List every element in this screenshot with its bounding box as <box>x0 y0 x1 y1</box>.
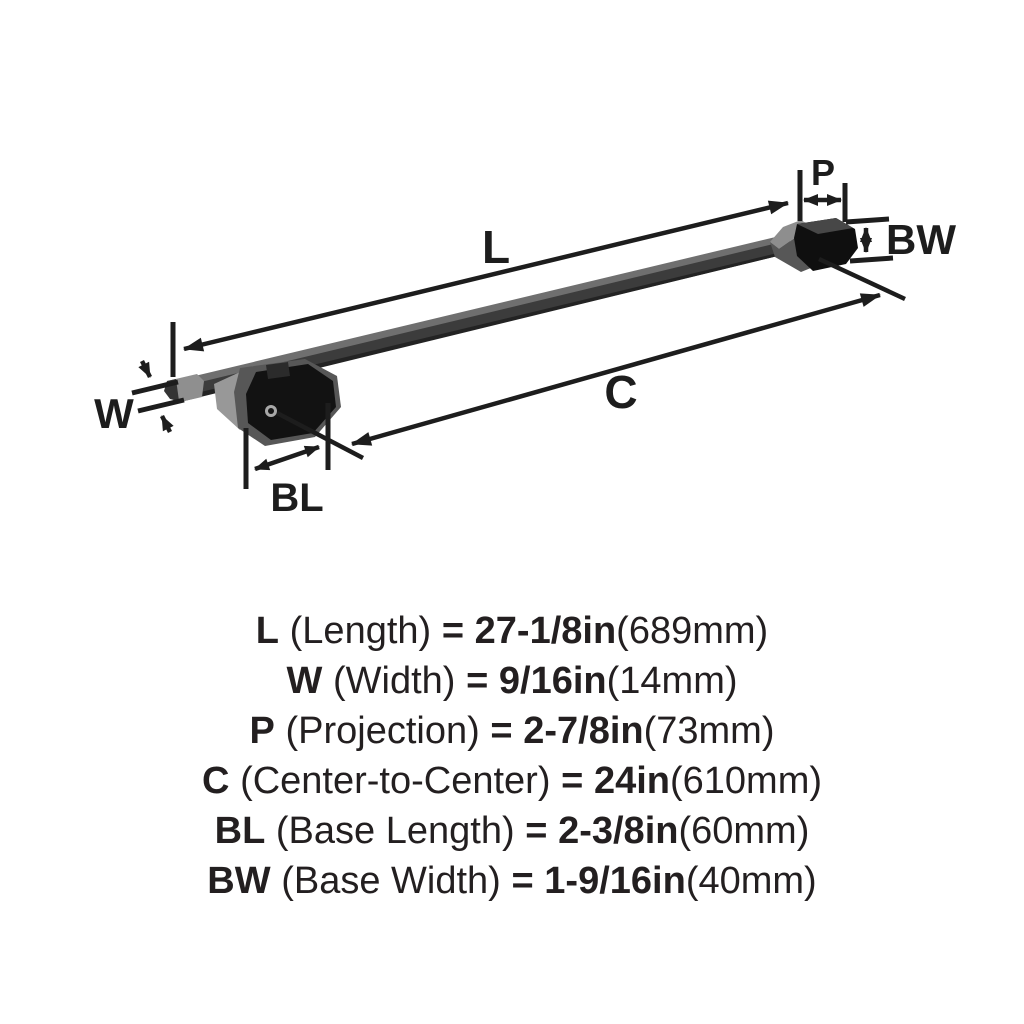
spec-symbol: P <box>249 710 275 752</box>
spec-metric: (689mm) <box>616 610 769 652</box>
spec-equals: = <box>561 760 584 802</box>
left-post-face <box>246 364 336 440</box>
spec-value: 2-7/8in <box>523 710 644 752</box>
dim-BW-tick-top <box>845 216 890 225</box>
spec-metric: (73mm) <box>643 710 775 752</box>
right-post-cap-face <box>794 218 858 271</box>
spec-row-length: L(Length)=27-1/8in(689mm) <box>0 606 1024 656</box>
spec-symbol: C <box>201 760 230 802</box>
spec-value: 1-9/16in <box>544 860 686 902</box>
dim-C-line <box>351 292 881 447</box>
dim-W-arrow-bottom <box>159 414 174 434</box>
dimension-BL: BL <box>243 403 331 520</box>
dim-W-tick-bottom <box>137 397 185 414</box>
spec-metric: (40mm) <box>685 860 817 902</box>
spec-value: 2-3/8in <box>558 810 679 852</box>
spec-equals: = <box>490 710 513 752</box>
dim-BL-line <box>254 444 320 472</box>
spec-value: 9/16in <box>498 660 607 702</box>
left-post-notch <box>266 362 290 379</box>
spec-symbol: L <box>255 610 280 652</box>
spec-name: (Base Length) <box>275 810 515 852</box>
spec-equals: = <box>466 660 489 702</box>
dimension-C: C <box>275 256 906 460</box>
spec-symbol: BW <box>207 860 271 902</box>
spec-metric: (14mm) <box>606 660 738 702</box>
dim-L-label: L <box>482 221 510 273</box>
spec-name: (Center-to-Center) <box>240 760 551 802</box>
dim-BW-label: BW <box>886 216 956 263</box>
spec-equals: = <box>525 810 548 852</box>
spec-name: (Projection) <box>285 710 480 752</box>
spec-name: (Width) <box>332 660 456 702</box>
dim-C-extension-left <box>275 411 365 460</box>
dim-BL-label: BL <box>270 476 323 520</box>
spec-metric: (60mm) <box>678 810 810 852</box>
dim-BW-tick-bottom <box>849 255 894 264</box>
spec-row-base-length: BL(Base Length)=2-3/8in(60mm) <box>0 806 1024 856</box>
spec-row-center-to-center: C(Center-to-Center)=24in(610mm) <box>0 756 1024 806</box>
left-post <box>214 359 341 446</box>
spec-equals: = <box>441 610 465 652</box>
dim-W-label: W <box>94 390 134 437</box>
dim-L-line <box>183 200 789 352</box>
dimension-W: W <box>94 359 185 437</box>
spec-name: (Base Width) <box>281 860 501 902</box>
dimension-BW: BW <box>845 216 956 264</box>
dim-W-tick-top <box>131 379 179 396</box>
right-post <box>770 218 858 272</box>
spec-symbol: BL <box>214 810 266 852</box>
right-post-cap-top <box>797 218 853 234</box>
spec-row-projection: P(Projection)=2-7/8in(73mm) <box>0 706 1024 756</box>
spec-symbol: W <box>286 660 323 702</box>
dimension-L: L <box>170 200 789 377</box>
dim-C-extension-right <box>818 256 906 302</box>
spec-metric: (610mm) <box>669 760 823 802</box>
spec-row-base-width: BW(Base Width)=1-9/16in(40mm) <box>0 856 1024 906</box>
spec-equals: = <box>511 860 534 902</box>
spec-value: 24in <box>593 760 670 802</box>
dim-P-label: P <box>811 152 835 193</box>
left-post-screw-center <box>268 408 274 414</box>
dim-C-label: C <box>604 366 637 418</box>
dimension-P: P <box>797 152 848 222</box>
spec-row-width: W(Width)=9/16in(14mm) <box>0 656 1024 706</box>
spec-value: 27-1/8in <box>474 610 617 652</box>
dimension-spec-list: L(Length)=27-1/8in(689mm) W(Width)=9/16i… <box>0 606 1024 906</box>
dim-W-arrow-top <box>138 359 153 379</box>
spec-name: (Length) <box>289 610 432 652</box>
towel-bar-dimension-illustration: L C P BW W <box>94 152 956 520</box>
